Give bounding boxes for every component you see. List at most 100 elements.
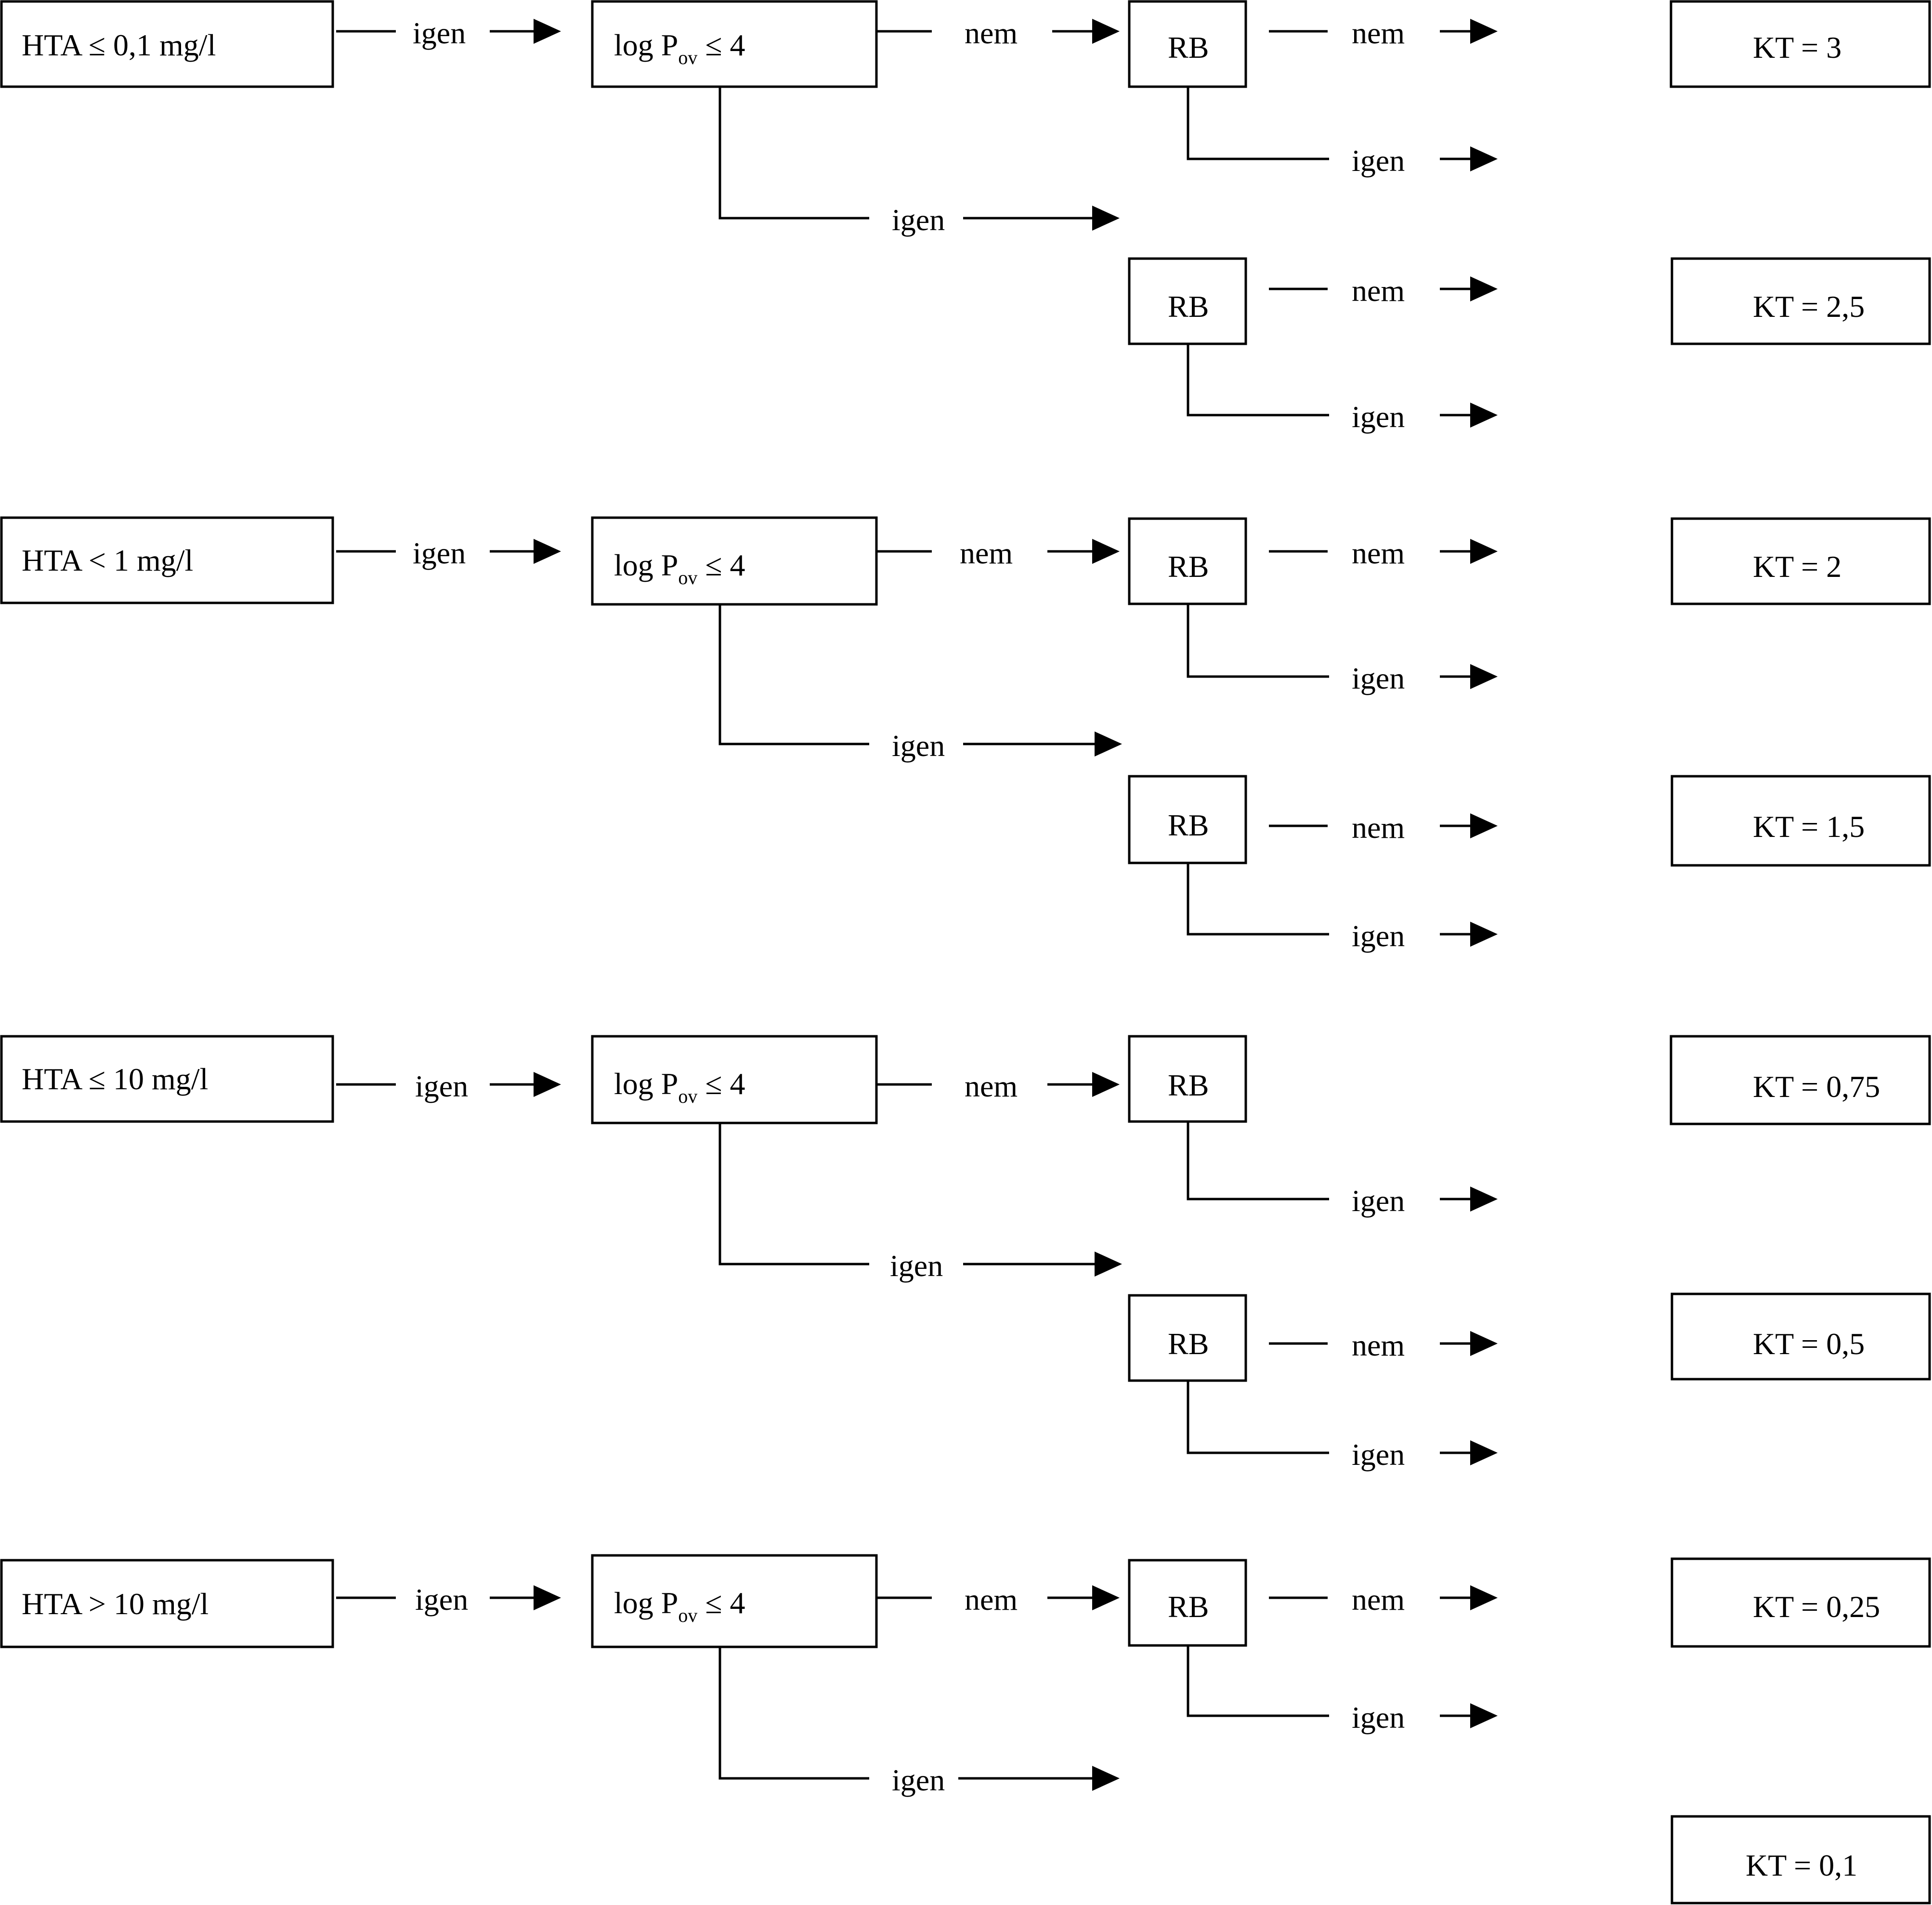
no-label: nem — [1352, 536, 1405, 570]
no-label: nem — [965, 16, 1018, 50]
rb-label: RB — [1168, 1590, 1209, 1624]
hta-box-1 — [0, 0, 334, 88]
logp-subscript: ov — [678, 47, 697, 68]
yes-label: igen — [415, 1069, 468, 1103]
kt-box-2 — [1671, 257, 1931, 345]
logp-prefix: log P — [614, 1586, 678, 1620]
yes-label: igen — [1352, 661, 1405, 695]
arrow-head — [1092, 1585, 1120, 1610]
rb-label: RB — [1168, 1068, 1209, 1102]
rb-box — [1128, 1035, 1247, 1123]
logp-subscript: ov — [678, 1085, 697, 1107]
logp-prefix: log P — [614, 28, 678, 62]
rb-label: RB — [1168, 289, 1209, 324]
yes-label: igen — [413, 536, 466, 570]
yes-label: igen — [1352, 144, 1405, 178]
branch-line — [718, 87, 869, 220]
kt-label-1: KT = 3 — [1753, 30, 1841, 65]
yes-label: igen — [892, 203, 945, 237]
rb-box — [1128, 1559, 1247, 1647]
no-label: nem — [1352, 274, 1405, 308]
logp-subscript: ov — [678, 1605, 697, 1626]
arrow-head — [534, 1072, 561, 1097]
kt-label-5: KT = 0,75 — [1753, 1070, 1880, 1104]
arrow-head — [534, 539, 561, 564]
branch-line — [1187, 1381, 1329, 1454]
kt-box-6 — [1671, 1292, 1931, 1381]
yes-label: igen — [890, 1249, 943, 1283]
branch-line — [718, 1123, 869, 1266]
logp-label-4: log Pov ≤ 4 — [614, 1586, 745, 1626]
rb-label: RB — [1168, 30, 1209, 65]
logp-suffix: ≤ 4 — [697, 1586, 745, 1620]
arrow-head — [1470, 1703, 1498, 1728]
rb-box — [1128, 517, 1247, 605]
yes-label: igen — [1352, 1184, 1405, 1218]
arrow-head — [1470, 146, 1498, 171]
rb-box — [1128, 775, 1247, 864]
logp-prefix: log P — [614, 548, 678, 582]
kt-box-4 — [1671, 775, 1931, 867]
yes-label: igen — [1352, 1437, 1405, 1472]
kt-label-6: KT = 0,5 — [1753, 1327, 1865, 1361]
arrow-head — [1092, 206, 1120, 231]
logp-box-1 — [591, 0, 878, 88]
logp-label-1: log Pov ≤ 4 — [614, 28, 745, 68]
branch-line — [1187, 87, 1329, 160]
group-2: HTA < 1 mg/l igen log Pov ≤ 4 nem RB nem… — [0, 516, 1931, 953]
arrow-head — [1470, 664, 1498, 689]
arrow-head — [1095, 1252, 1122, 1277]
branch-line — [1187, 863, 1329, 936]
logp-subscript: ov — [678, 567, 697, 588]
yes-label: igen — [1352, 400, 1405, 434]
yes-label: igen — [1352, 1700, 1405, 1735]
kt-label-3: KT = 2 — [1753, 549, 1841, 584]
branch-line — [1187, 604, 1329, 678]
no-label: nem — [1352, 16, 1405, 50]
rb-label: RB — [1168, 808, 1209, 842]
arrow-head — [1470, 922, 1498, 947]
group-1: HTA ≤ 0,1 mg/l igen log Pov ≤ 4 nem RB n… — [0, 0, 1931, 434]
hta-label-2: HTA < 1 mg/l — [22, 543, 193, 577]
kt-box-7 — [1671, 1557, 1931, 1648]
no-label: nem — [1352, 810, 1405, 845]
no-label: nem — [1352, 1328, 1405, 1362]
rb-box — [1128, 1294, 1247, 1382]
arrow-head — [1095, 731, 1122, 757]
yes-label: igen — [413, 16, 466, 50]
branch-line — [1187, 1122, 1329, 1200]
arrow-head — [1092, 19, 1120, 44]
logp-box-4 — [591, 1554, 878, 1648]
group-3: HTA ≤ 10 mg/l igen log Pov ≤ 4 nem RB KT… — [0, 1035, 1931, 1472]
arrow-head — [1470, 19, 1498, 44]
hta-box-3 — [0, 1035, 334, 1123]
arrow-head — [1470, 403, 1498, 428]
rb-box — [1128, 257, 1247, 345]
kt-label-7: KT = 0,25 — [1753, 1590, 1880, 1624]
logp-prefix: log P — [614, 1067, 678, 1101]
arrow-head — [1470, 539, 1498, 564]
rb-label: RB — [1168, 549, 1209, 584]
kt-box-1 — [1670, 0, 1931, 88]
yes-label: igen — [1352, 919, 1405, 953]
arrow-head — [534, 19, 561, 44]
yes-label: igen — [892, 1763, 945, 1797]
no-label: nem — [960, 536, 1013, 570]
kt-box-3 — [1671, 517, 1931, 605]
rb-box — [1128, 0, 1247, 88]
hta-label-4: HTA > 10 mg/l — [22, 1587, 209, 1621]
branch-line — [1187, 1645, 1329, 1717]
group-4: HTA > 10 mg/l igen log Pov ≤ 4 nem RB ne… — [0, 1554, 1931, 1905]
no-label: nem — [1352, 1582, 1405, 1617]
logp-suffix: ≤ 4 — [697, 548, 745, 582]
logp-suffix: ≤ 4 — [697, 1067, 745, 1101]
arrow-head — [534, 1585, 561, 1610]
hta-label-1: HTA ≤ 0,1 mg/l — [22, 28, 216, 62]
yes-label: igen — [892, 729, 945, 763]
kt-box-8 — [1671, 1815, 1931, 1905]
logp-label-3: log Pov ≤ 4 — [614, 1067, 745, 1107]
arrow-head — [1092, 1766, 1120, 1791]
kt-label-2: KT = 2,5 — [1753, 289, 1865, 324]
hta-box-2 — [0, 516, 334, 604]
